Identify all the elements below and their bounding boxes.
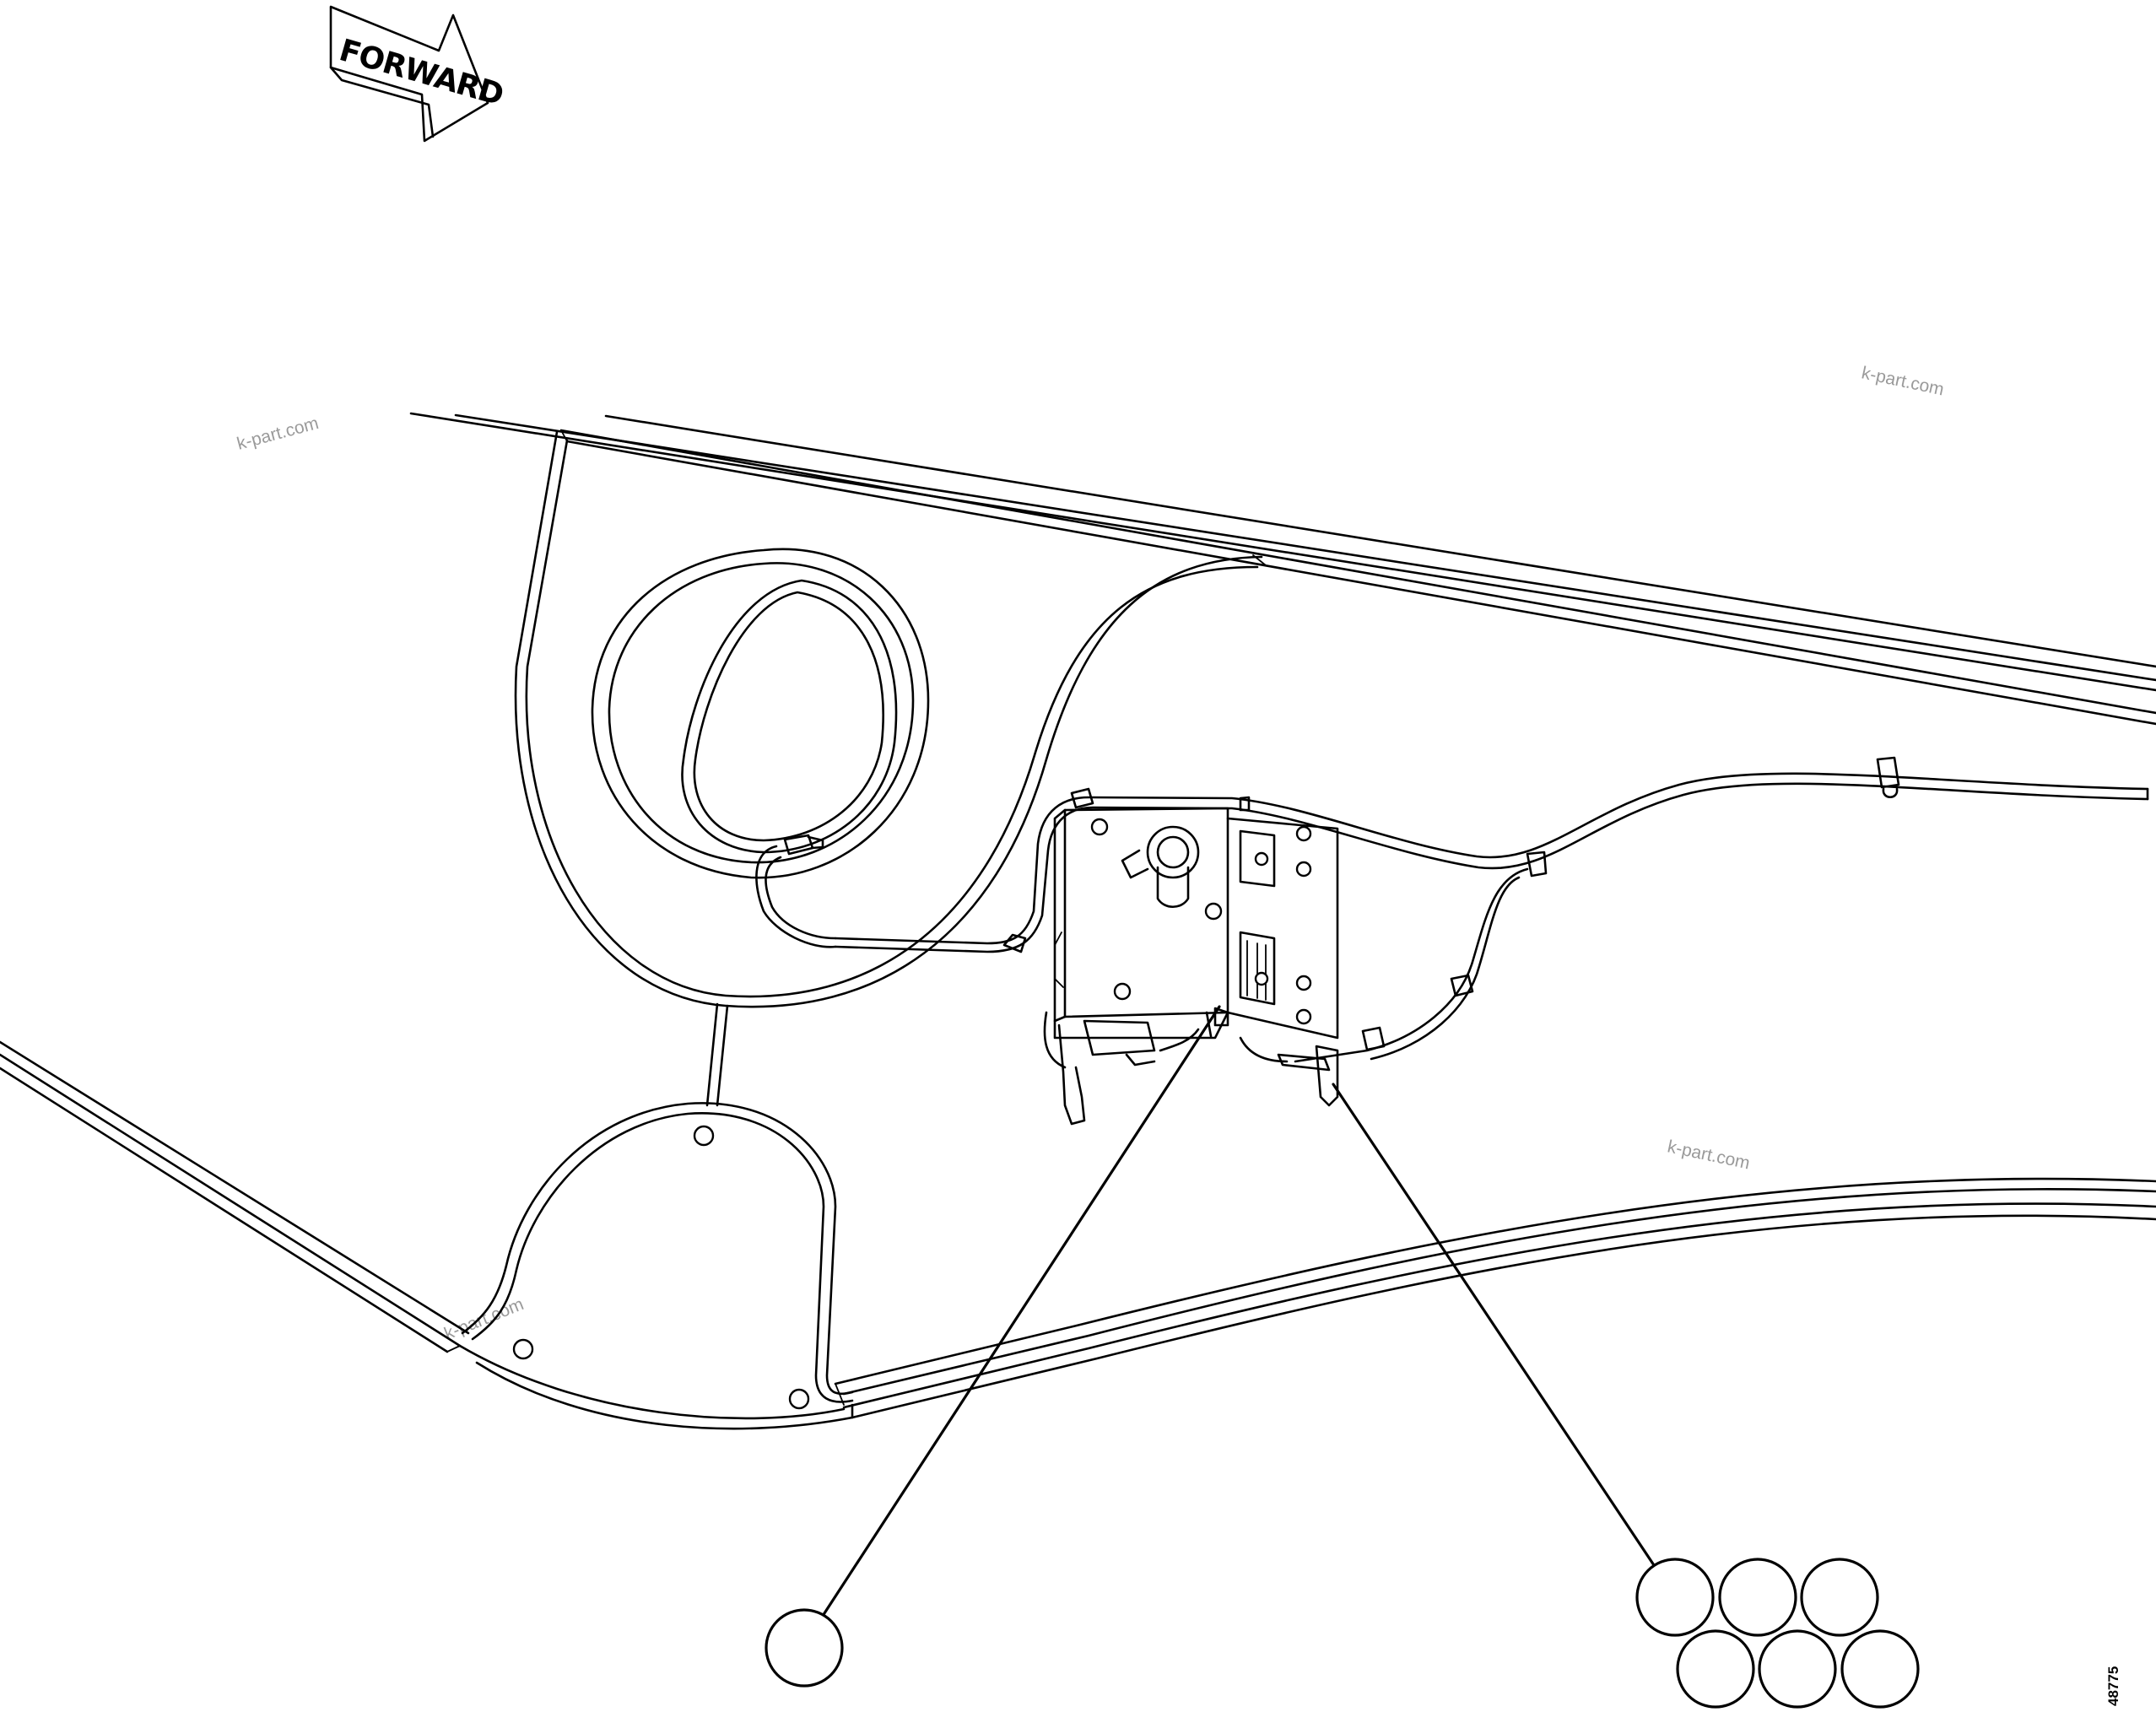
boom-upper-edge (409, 412, 2156, 726)
callout-balloon (1676, 1629, 1755, 1709)
hole (788, 1388, 810, 1410)
callout-balloon (1758, 1629, 1837, 1709)
leader-line-right (1332, 1083, 1664, 1580)
boom-lower-edge (0, 1040, 2156, 1430)
watermark-2: k-part.com (1860, 363, 1946, 399)
callout-balloon (765, 1608, 844, 1688)
watermark-1: k-part.com (235, 413, 321, 454)
callout-balloon (1840, 1629, 1920, 1709)
callout-balloon (1635, 1558, 1715, 1637)
leader-line-left (821, 1005, 1221, 1617)
callout-balloon (1800, 1558, 1879, 1637)
valve-manifold (1053, 807, 1339, 1067)
side-plate-outline (461, 430, 1267, 1403)
hole (693, 1125, 715, 1147)
manifold-bolts (1090, 818, 1312, 1025)
forward-label: FORWARD (336, 33, 507, 112)
watermark-3: k-part.com (1666, 1137, 1752, 1173)
wire-harness (755, 756, 2149, 1126)
pivot-boss (591, 548, 930, 879)
callout-right-group (1635, 1558, 1920, 1709)
callout-balloon (1718, 1558, 1797, 1637)
boom-holes (512, 1125, 810, 1410)
watermark-4: k-part.com (441, 1294, 527, 1343)
callout-left (765, 1608, 844, 1688)
forward-arrow: FORWARD (329, 5, 507, 143)
hole (512, 1338, 534, 1360)
figure-number: 48775 (2105, 1666, 2121, 1706)
